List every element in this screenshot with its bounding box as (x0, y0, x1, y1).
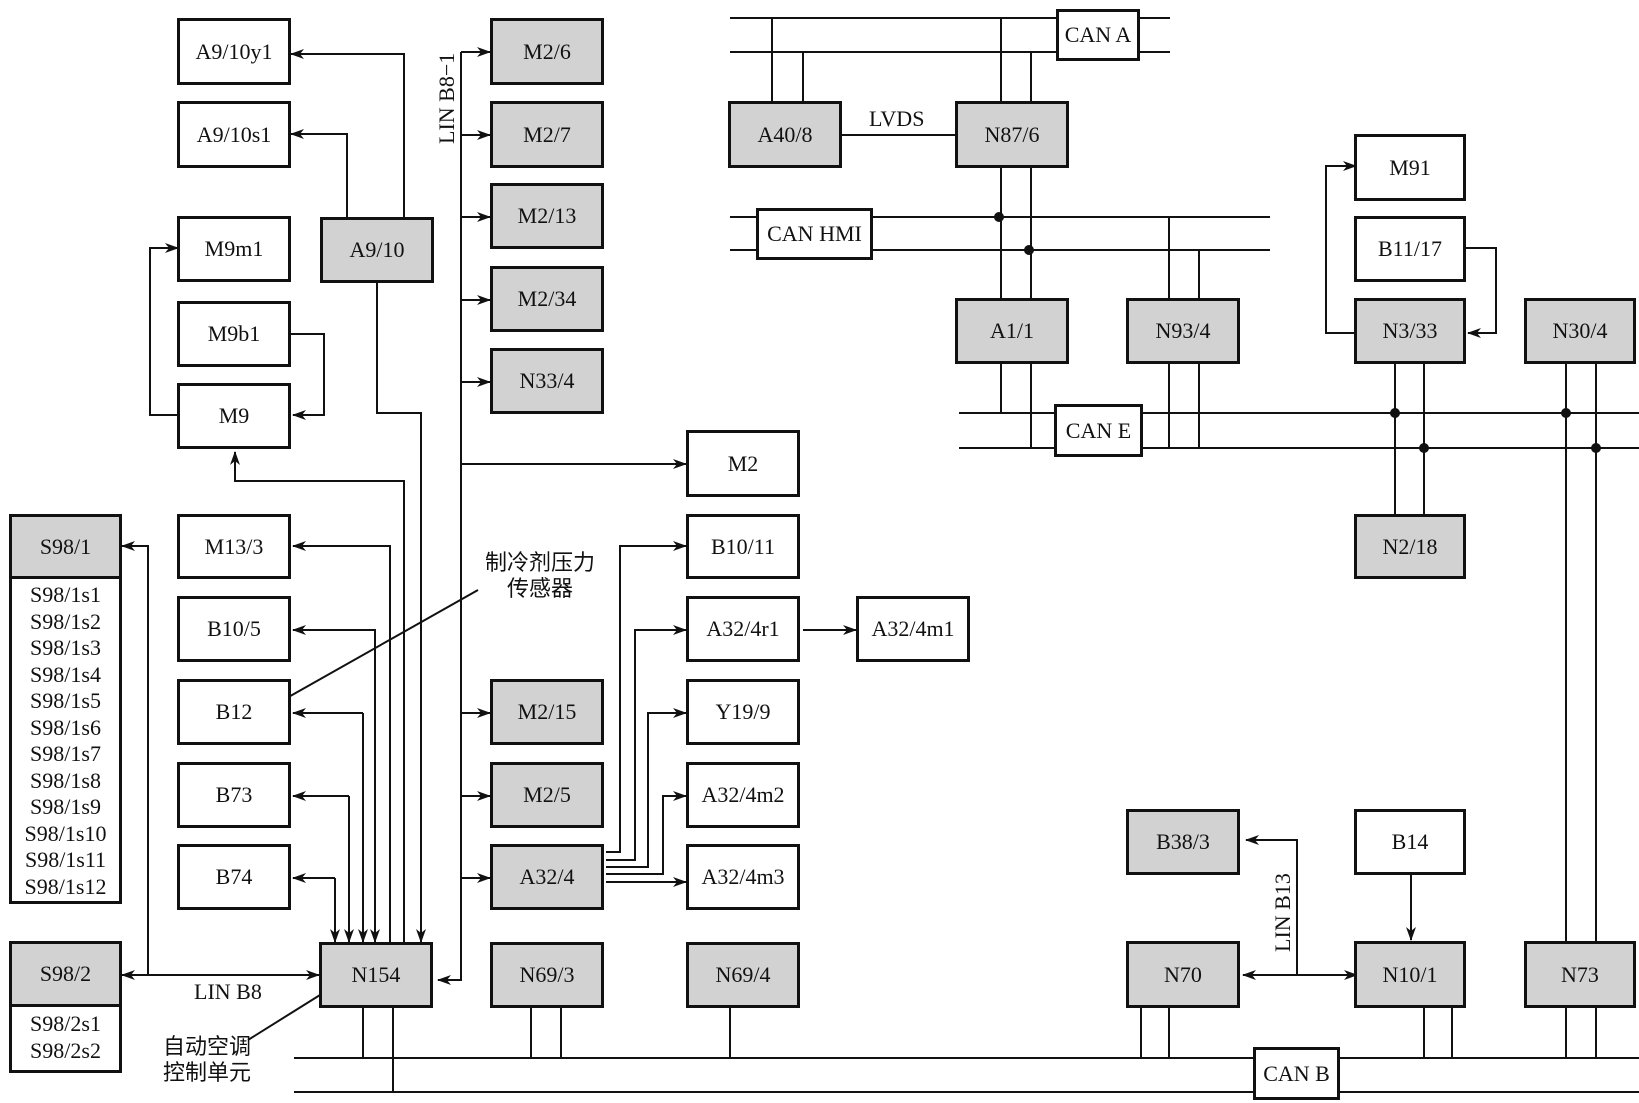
ac-control-unit-line2: 控制单元 (162, 1061, 251, 1086)
can-e-bus-label: CAN E (1054, 404, 1143, 457)
lin-b8-1-label: LIN B8−1 (434, 52, 459, 144)
a32-4m2-box: A32/4m2 (686, 762, 800, 828)
s98-1-switch: S98/1s9 (30, 794, 101, 819)
s98-1-switch-list: S98/1s1 S98/1s2 S98/1s3 S98/1s4 S98/1s5 … (9, 579, 122, 904)
can-hmi-bus-label: CAN HMI (756, 208, 873, 260)
a1-1-box: A1/1 (955, 298, 1069, 364)
s98-1-switch: S98/1s1 (30, 582, 101, 607)
a32-4m3-box: A32/4m3 (686, 844, 800, 910)
b12-box: B12 (177, 679, 291, 745)
refrigerant-pressure-sensor-line1: 制冷剂压力 (484, 551, 595, 576)
s98-1-switch: S98/1s7 (30, 741, 101, 766)
n93-4-box: N93/4 (1126, 298, 1240, 364)
b10-5-box: B10/5 (177, 596, 291, 662)
s98-1-switch: S98/1s5 (30, 688, 101, 713)
s98-1-switch: S98/1s10 (24, 820, 107, 846)
s98-1-switch: S98/1s12 (24, 873, 107, 899)
m2-7-box: M2/7 (490, 101, 604, 168)
refrigerant-pressure-sensor-line2: 传感器 (506, 577, 573, 602)
a9-10s1-box: A9/10s1 (177, 101, 291, 168)
m2-15-box: M2/15 (490, 679, 604, 745)
s98-2-switch: S98/2s1 (30, 1011, 101, 1036)
ac-control-unit-line1: 自动空调 (162, 1035, 251, 1060)
b11-17-box: B11/17 (1354, 216, 1466, 282)
m2-6-box: M2/6 (490, 18, 604, 85)
b14-box: B14 (1354, 809, 1466, 875)
n69-4-box: N69/4 (686, 942, 800, 1008)
m9m1-box: M9m1 (177, 216, 291, 282)
s98-1-switch: S98/1s4 (30, 661, 101, 687)
a9-10y1-box: A9/10y1 (177, 18, 291, 85)
m2-box: M2 (686, 430, 800, 497)
m9-box: M9 (177, 383, 291, 449)
n3-33-box: N3/33 (1354, 298, 1466, 364)
y19-9-box: Y19/9 (686, 679, 800, 745)
lvds-label: LVDS (869, 106, 925, 131)
s98-1-switch: S98/1s11 (24, 847, 107, 872)
lin-b8-label: LIN B8 (194, 979, 262, 1004)
m9b1-box: M9b1 (177, 301, 291, 367)
ac-control-unit-note: 自动空调 控制单元 (152, 1035, 262, 1087)
lin-b13-label: LIN B13 (1270, 873, 1295, 952)
n154-box: N154 (319, 942, 433, 1008)
a40-8-box: A40/8 (728, 101, 842, 168)
m2-34-box: M2/34 (490, 266, 604, 332)
m13-3-box: M13/3 (177, 514, 291, 579)
can-b-bus-label: CAN B (1253, 1047, 1340, 1100)
s98-1-box: S98/1 (9, 514, 122, 579)
s98-2-box: S98/2 (9, 941, 122, 1007)
s98-2-switch: S98/2s2 (30, 1037, 101, 1063)
n69-3-box: N69/3 (490, 942, 604, 1008)
a32-4m1-box: A32/4m1 (856, 596, 970, 662)
m2-13-box: M2/13 (490, 183, 604, 249)
a32-4r1-box: A32/4r1 (686, 596, 800, 662)
n33-4-box: N33/4 (490, 348, 604, 414)
m91-box: M91 (1354, 134, 1466, 201)
b38-3-box: B38/3 (1126, 809, 1240, 875)
refrigerant-pressure-sensor-note: 制冷剂压力 传感器 (470, 551, 610, 603)
s98-2-switch-list: S98/2s1 S98/2s2 (9, 1007, 122, 1073)
s98-1-switch: S98/1s8 (30, 767, 101, 793)
n70-box: N70 (1126, 941, 1240, 1008)
n10-1-box: N10/1 (1354, 941, 1466, 1008)
n30-4-box: N30/4 (1524, 298, 1636, 364)
a32-4-box: A32/4 (490, 844, 604, 910)
n87-6-box: N87/6 (955, 101, 1069, 168)
n2-18-box: N2/18 (1354, 514, 1466, 579)
b73-box: B73 (177, 762, 291, 828)
b10-11-box: B10/11 (686, 514, 800, 579)
can-a-bus-label: CAN A (1056, 9, 1140, 61)
m2-5-box: M2/5 (490, 762, 604, 828)
n73-box: N73 (1524, 941, 1636, 1008)
s98-1-switch: S98/1s6 (30, 714, 101, 740)
a9-10-box: A9/10 (320, 217, 434, 283)
s98-1-switch: S98/1s2 (30, 608, 101, 634)
s98-1-switch: S98/1s3 (30, 635, 101, 660)
b74-box: B74 (177, 844, 291, 910)
